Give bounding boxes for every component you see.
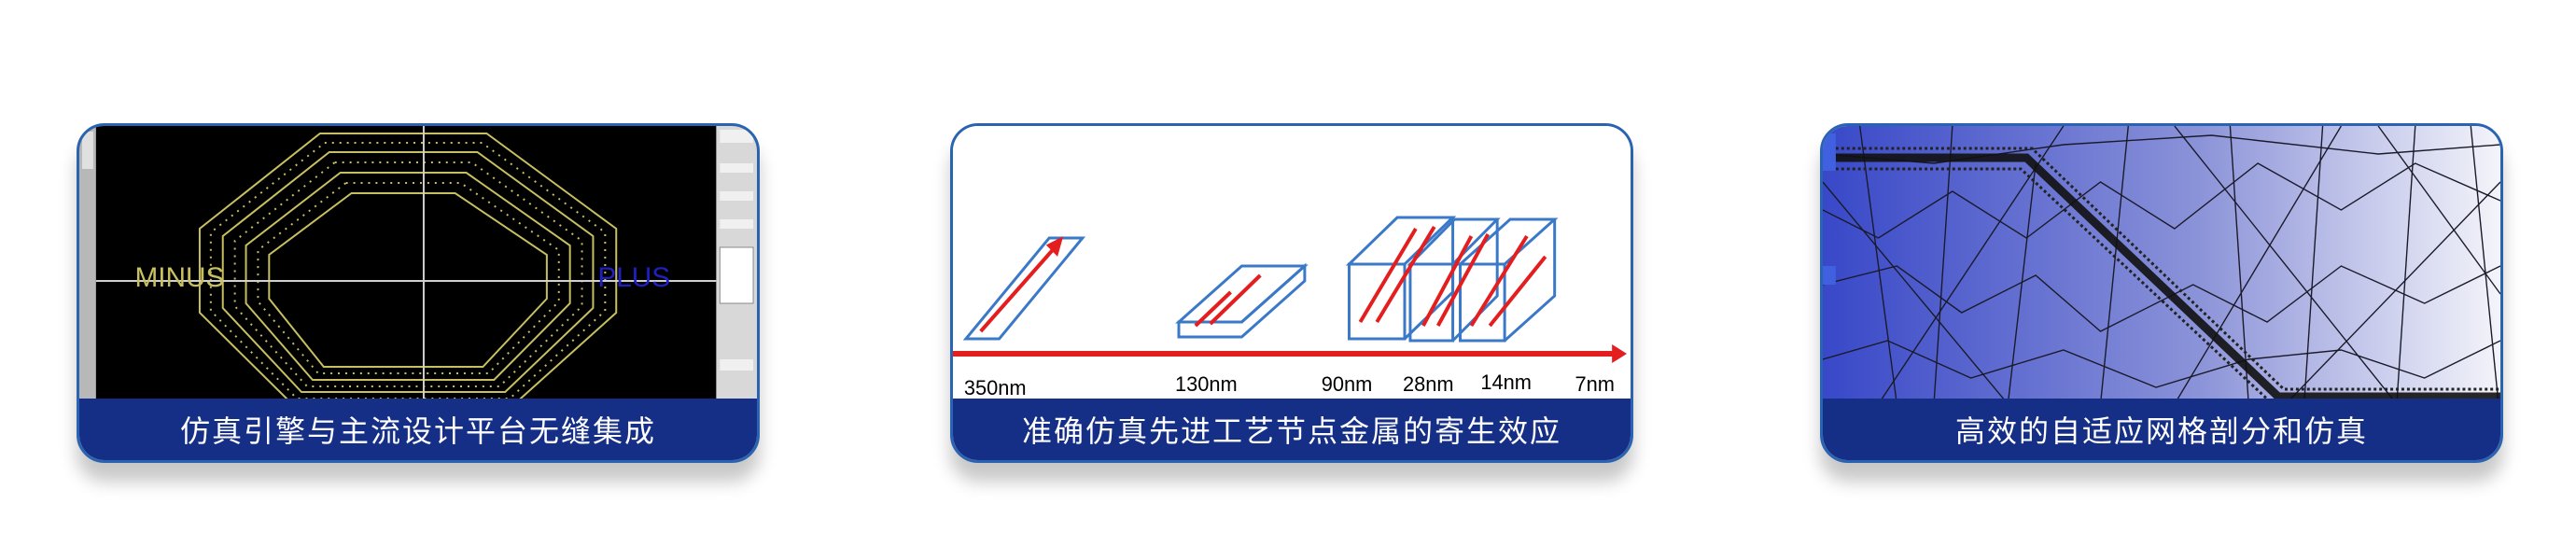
node-label-350: 350nm [964,376,1027,399]
adaptive-mesh-icon [1823,126,2500,404]
node-label-28: 28nm [1403,372,1454,396]
plus-label: PLUS [597,262,670,293]
card-parasitic: 350nm 130nm 90nm 28nm 14nm 7nm 准确仿真先进工艺节… [950,123,1633,463]
process-node-diagram: 350nm 130nm 90nm 28nm 14nm 7nm [953,126,1631,404]
card-adaptive-mesh: 高效的自适应网格剖分和仿真 [1820,123,2503,463]
node-label-14: 14nm [1480,371,1532,394]
card-caption: 准确仿真先进工艺节点金属的寄生效应 [953,399,1631,460]
node-label-130: 130nm [1175,372,1238,396]
card-caption: 高效的自适应网格剖分和仿真 [1823,399,2500,460]
coil-layout-screenshot: MINUS PLUS [79,126,757,404]
node-label-7: 7nm [1575,372,1614,396]
card-integration: MINUS PLUS 仿真引擎与主流设计平台无缝集成 [77,123,760,463]
node-label-90: 90nm [1322,372,1373,396]
card-caption: 仿真引擎与主流设计平台无缝集成 [79,399,757,460]
minus-label: MINUS [135,262,225,293]
octagonal-coil-layout-icon: MINUS PLUS [79,126,757,404]
mesh-screenshot [1823,126,2500,404]
metal-line-shapes-icon: 350nm 130nm 90nm 28nm 14nm 7nm [953,126,1631,404]
